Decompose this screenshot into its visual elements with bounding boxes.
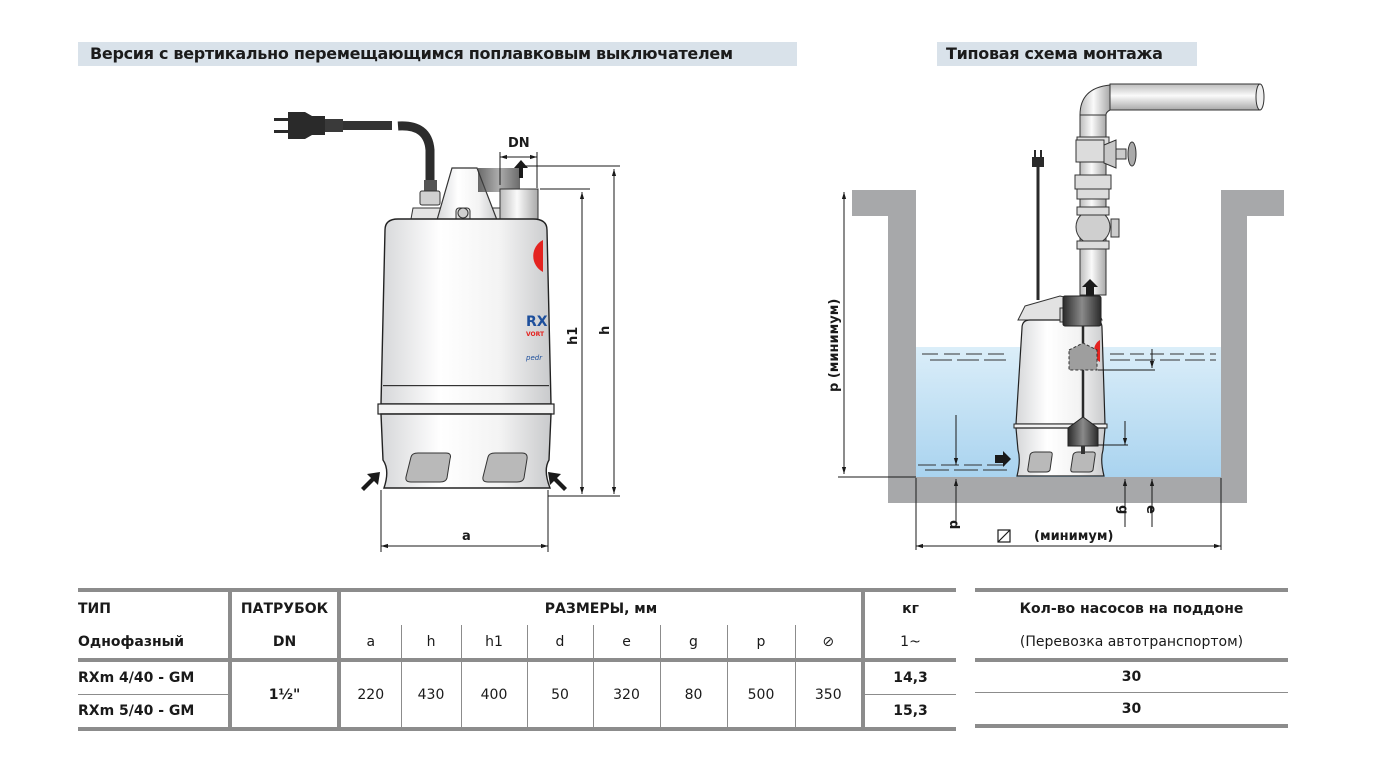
pallet-table: Кол-во насосов на поддоне (Перевозка авт… — [975, 588, 1288, 728]
spec-table: ТИП ПАТРУБОК РАЗМЕРЫ, мм кг Однофазный D… — [78, 588, 956, 731]
header-dim-g: g — [660, 625, 728, 660]
dim-e-value: 320 — [593, 660, 661, 731]
header-outlet: ПАТРУБОК — [230, 590, 341, 625]
weight-value: 15,3 — [893, 703, 928, 719]
outflow-arrow-icon — [514, 160, 528, 178]
svg-text:pedr: pedr — [525, 354, 543, 362]
inflow-arrow-left-icon — [361, 472, 380, 491]
outflow-arrow-icon — [1082, 279, 1098, 296]
dim-g-value: 80 — [660, 660, 728, 731]
sump-walls — [852, 190, 1284, 503]
dim-a-value: 220 — [339, 660, 402, 731]
dim-label-p: p (минимум) — [827, 299, 842, 392]
dn-value: 1½" — [230, 660, 341, 731]
header-weight: кг — [902, 600, 919, 617]
header-weight-phase: 1~ — [900, 633, 921, 650]
dim-label-h: h — [598, 326, 613, 335]
weight-value: 14,3 — [893, 670, 928, 686]
dim-label-dn: DN — [508, 136, 530, 151]
dim-square-value: 350 — [795, 660, 865, 731]
header-dim-h1: h1 — [461, 625, 528, 660]
pallet-header: Кол-во насосов на поддоне — [1019, 600, 1244, 617]
square-dimension-icon — [997, 529, 1011, 543]
table-row: RXm 4/40 - GM 1½" 220 430 400 50 320 80 … — [78, 660, 956, 731]
power-plug-icon — [274, 112, 392, 139]
header-dim-d: d — [527, 625, 594, 660]
section-title-right: Типовая схема монтажа — [937, 42, 1197, 66]
dim-label-h1: h1 — [566, 327, 581, 345]
dim-label-min-width: (минимум) — [1034, 529, 1113, 544]
table-row: 30 — [975, 660, 1288, 693]
technical-drawings: RX VORT pedr DN h1 h a — [274, 83, 1284, 552]
model-name: RXm 5/40 - GM — [78, 694, 232, 729]
header-dn: DN — [230, 625, 341, 660]
model-name: RXm 4/40 - GM — [78, 660, 232, 695]
dim-h-value: 430 — [401, 660, 462, 731]
table-row: 30 — [975, 693, 1288, 726]
dim-label-a: a — [462, 529, 471, 544]
dim-label-d: d — [946, 520, 961, 529]
inflow-arrow-right-icon — [548, 472, 567, 491]
pallet-value: 30 — [1121, 700, 1142, 717]
header-dim-e: e — [593, 625, 661, 660]
header-dimensions: РАЗМЕРЫ, мм — [339, 590, 865, 625]
pallet-value: 30 — [1121, 669, 1142, 685]
header-type: ТИП — [78, 590, 232, 625]
installation-diagram: p (минимум) d g e (минимум) — [827, 83, 1284, 550]
header-dim-p: p — [727, 625, 796, 660]
inflow-arrow-icon — [995, 451, 1011, 467]
header-dim-a: a — [339, 625, 402, 660]
dim-p-value: 500 — [727, 660, 796, 731]
dim-label-e: e — [1143, 505, 1158, 514]
power-cable — [397, 121, 435, 182]
section-title-left: Версия с вертикально перемещающимся попл… — [78, 42, 797, 66]
svg-text:RX: RX — [526, 314, 548, 330]
brand-logo: RX VORT pedr — [525, 240, 548, 362]
dim-h1-value: 400 — [461, 660, 528, 731]
svg-text:VORT: VORT — [526, 331, 545, 338]
header-dim-square: ⊘ — [795, 625, 865, 660]
dim-label-g: g — [1115, 505, 1130, 514]
header-dim-h: h — [401, 625, 462, 660]
header-phase: Однофазный — [78, 625, 232, 660]
pump-drawing: RX VORT pedr DN h1 h a — [274, 112, 620, 552]
dim-d-value: 50 — [527, 660, 594, 731]
pallet-subheader: (Перевозка автотранспортом) — [1019, 633, 1244, 650]
